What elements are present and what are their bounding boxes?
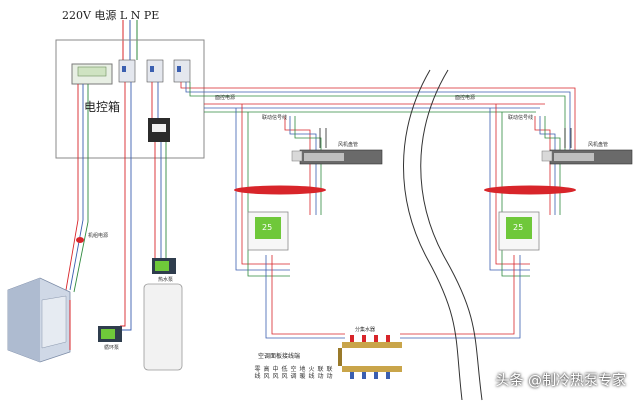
terminal-col-5: 空调 <box>290 366 297 380</box>
fan-coil-left-unit <box>291 149 383 165</box>
circulation-pump-assembly <box>98 326 122 342</box>
water-pump-label: 热水泵 <box>158 277 174 283</box>
power-line-label-left: 面控电源 <box>215 95 236 101</box>
signal-line-label-right: 联动信号线 <box>508 115 534 121</box>
thermostat-right <box>498 211 540 251</box>
water-pump-assembly <box>143 258 183 371</box>
thermostat-right-display: 25 <box>513 223 524 232</box>
watermark: 头条 @制冷热泵专家 <box>495 373 626 389</box>
terminal-col-4: 低风 <box>281 366 288 380</box>
terminal-col-6: 地暖 <box>299 366 306 380</box>
wall-seal-left <box>234 185 326 195</box>
wall-line-1 <box>403 69 463 401</box>
controller-screen <box>77 66 107 77</box>
breaker-2 <box>146 59 164 83</box>
manifold-label: 分集水器 <box>355 327 376 333</box>
wiring-note: 空调面板接线端 <box>258 353 301 360</box>
terminal-col-3: 中风 <box>272 366 279 380</box>
signal-line-label-left: 联动信号线 <box>262 115 288 121</box>
control-box-frame <box>55 39 205 159</box>
terminal-col-2: 高风 <box>263 366 270 380</box>
thermostat-left-display: 25 <box>262 223 273 232</box>
wall-seal-right <box>484 185 576 195</box>
fan-coil-label-right: 风机盘管 <box>588 142 609 148</box>
breaker-1 <box>118 59 136 83</box>
water-tank <box>143 283 183 371</box>
manifold-unit <box>338 335 402 379</box>
heat-pump-unit <box>7 277 71 363</box>
contactor-label <box>152 124 166 132</box>
breakers <box>118 59 191 83</box>
control-box-label: 电控箱 <box>84 100 121 114</box>
fan-coil-label-left: 风机盘管 <box>338 142 359 148</box>
wall-line-2 <box>420 69 483 401</box>
power-line-label-right: 面控电源 <box>455 95 476 101</box>
diagram-title: 220V 电源 L N PE <box>62 9 160 22</box>
cable-seal <box>76 237 84 243</box>
breaker-3 <box>173 59 191 83</box>
terminal-col-9: 联动 <box>326 366 333 380</box>
thermostat-left <box>247 211 289 251</box>
fan-coil-right-unit <box>541 149 633 165</box>
circulation-pump-label: 循环泵 <box>104 345 120 351</box>
heat-pump-cable-label: 机组电源 <box>88 233 109 239</box>
terminal-col-8: 联动 <box>317 366 324 380</box>
terminal-col-7: 火线 <box>308 366 315 380</box>
terminal-col-1: 零线 <box>254 366 261 380</box>
